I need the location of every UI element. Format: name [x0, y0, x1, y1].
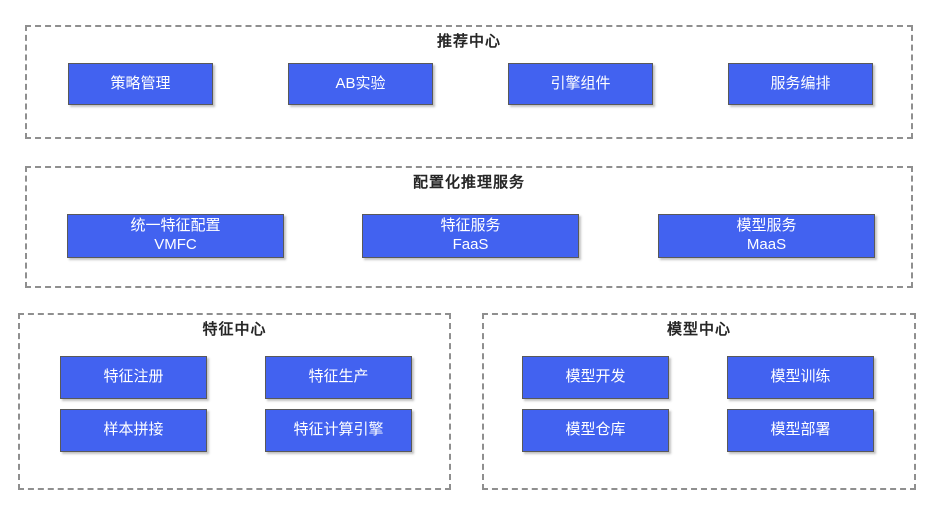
section-configurable-inference-service: 配置化推理服务 统一特征配置 VMFC 特征服务 FaaS 模型服务 MaaS — [25, 166, 913, 288]
node-model-service-maas: 模型服务 MaaS — [658, 214, 875, 258]
node-feature-service-faas: 特征服务 FaaS — [362, 214, 579, 258]
node-label-line1: 特征服务 — [440, 217, 501, 235]
node-label: 引擎组件 — [550, 74, 611, 92]
section-feature-center: 特征中心 特征注册 特征生产 样本拼接 特征计算引擎 — [18, 313, 451, 490]
node-service-orchestration: 服务编排 — [728, 63, 873, 105]
node-label: 特征生产 — [308, 368, 369, 386]
node-model-deployment: 模型部署 — [727, 409, 874, 452]
node-label-line1: 统一特征配置 — [130, 217, 221, 235]
node-label: 模型训练 — [770, 368, 831, 386]
node-strategy-management: 策略管理 — [68, 63, 213, 105]
node-feature-compute-engine: 特征计算引擎 — [265, 409, 412, 452]
node-model-development: 模型开发 — [522, 356, 669, 399]
node-feature-production: 特征生产 — [265, 356, 412, 399]
node-ab-experiment: AB实验 — [288, 63, 433, 105]
node-label: 特征计算引擎 — [293, 421, 384, 439]
section-recommendation-center: 推荐中心 策略管理 AB实验 引擎组件 服务编排 — [25, 25, 913, 139]
node-label: 模型开发 — [565, 368, 626, 386]
node-feature-registration: 特征注册 — [60, 356, 207, 399]
section-title: 配置化推理服务 — [412, 174, 525, 191]
node-label: 模型仓库 — [565, 421, 626, 439]
node-label: 策略管理 — [110, 74, 171, 92]
node-label: 特征注册 — [103, 368, 164, 386]
node-model-repository: 模型仓库 — [522, 409, 669, 452]
node-model-training: 模型训练 — [727, 356, 874, 399]
node-label: AB实验 — [335, 74, 386, 92]
node-label-line2: FaaS — [452, 236, 489, 253]
node-label-line2: MaaS — [746, 236, 787, 253]
node-engine-component: 引擎组件 — [508, 63, 653, 105]
node-label: 模型部署 — [770, 421, 831, 439]
section-title: 模型中心 — [666, 321, 731, 338]
node-unified-feature-config-vmfc: 统一特征配置 VMFC — [67, 214, 284, 258]
section-title: 特征中心 — [202, 321, 267, 338]
node-label-line1: 模型服务 — [736, 217, 797, 235]
node-label-line2: VMFC — [154, 236, 197, 253]
section-title: 推荐中心 — [436, 33, 501, 50]
section-model-center: 模型中心 模型开发 模型训练 模型仓库 模型部署 — [482, 313, 916, 490]
node-sample-splicing: 样本拼接 — [60, 409, 207, 452]
node-label: 样本拼接 — [103, 421, 164, 439]
node-label: 服务编排 — [770, 74, 831, 92]
